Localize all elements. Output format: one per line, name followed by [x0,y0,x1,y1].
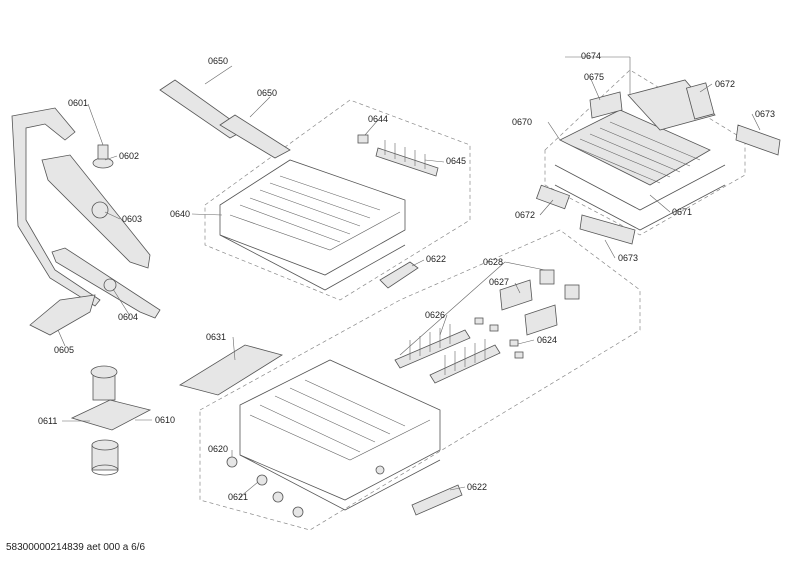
tine-rack [375,140,439,177]
tray-side-clip-lower [535,184,571,210]
tray-rail-right [735,124,781,156]
cutlery-tray-outline [544,69,746,236]
label-0673a: 0673 [755,109,775,119]
label-0624: 0624 [537,335,557,345]
label-0620: 0620 [208,444,228,454]
label-0670: 0670 [512,117,532,127]
label-0621: 0621 [228,492,248,502]
upper-basket [219,159,406,291]
label-0645: 0645 [446,156,466,166]
upper-spray-arm [41,154,151,269]
label-0675: 0675 [584,72,604,82]
basket-handle [379,261,419,289]
label-0611: 0611 [38,416,57,426]
label-0650a: 0650 [208,56,228,66]
spray-arm-supply-tube [11,107,101,307]
label-0671: 0671 [672,207,692,217]
upper-basket-outline [204,99,471,301]
label-0604: 0604 [118,312,138,322]
filter-assembly [70,365,152,431]
label-0631: 0631 [206,332,226,342]
basket-wheels [226,456,385,518]
fold-down-tines-left [394,324,471,369]
document-id-footer: 58300000214839 aet 000 a 6/6 [6,542,146,553]
label-0640: 0640 [170,209,190,219]
basket-rail-top [159,79,291,159]
spray-arm-nut [92,144,114,169]
label-0622b: 0622 [467,482,487,492]
label-0602: 0602 [119,151,139,161]
lower-basket-outline [199,229,641,531]
tine-holder-set [499,269,580,336]
cutlery-tray [554,109,726,231]
lower-basket-rail [178,344,283,396]
tray-rail-bottom [579,214,636,245]
small-clips [474,317,524,359]
label-0650b: 0650 [257,88,277,98]
part-labels: 0650 0650 0601 0602 0603 0604 0605 0640 … [38,51,775,502]
spray-arm-cover [29,294,96,336]
leader-lines [57,56,761,498]
tray-side-clip-upper [685,82,715,120]
label-0603: 0603 [122,214,142,224]
label-0673b: 0673 [618,253,638,263]
lower-basket-handle [411,484,463,516]
label-0610: 0610 [155,415,175,425]
small-clip [357,134,369,144]
label-0601: 0601 [68,98,88,108]
label-0605: 0605 [54,345,74,355]
label-0644: 0644 [368,114,388,124]
fine-filter-cylinder [91,439,119,476]
label-0627: 0627 [489,277,509,287]
label-0674: 0674 [581,51,601,61]
label-0672b: 0672 [515,210,535,220]
label-0628: 0628 [483,257,503,267]
lower-basket [239,359,441,511]
lower-spray-arm [51,247,161,319]
label-0626: 0626 [425,310,445,320]
fold-down-tines-right [429,339,501,384]
label-0622a: 0622 [426,254,446,264]
label-0672a: 0672 [715,79,735,89]
